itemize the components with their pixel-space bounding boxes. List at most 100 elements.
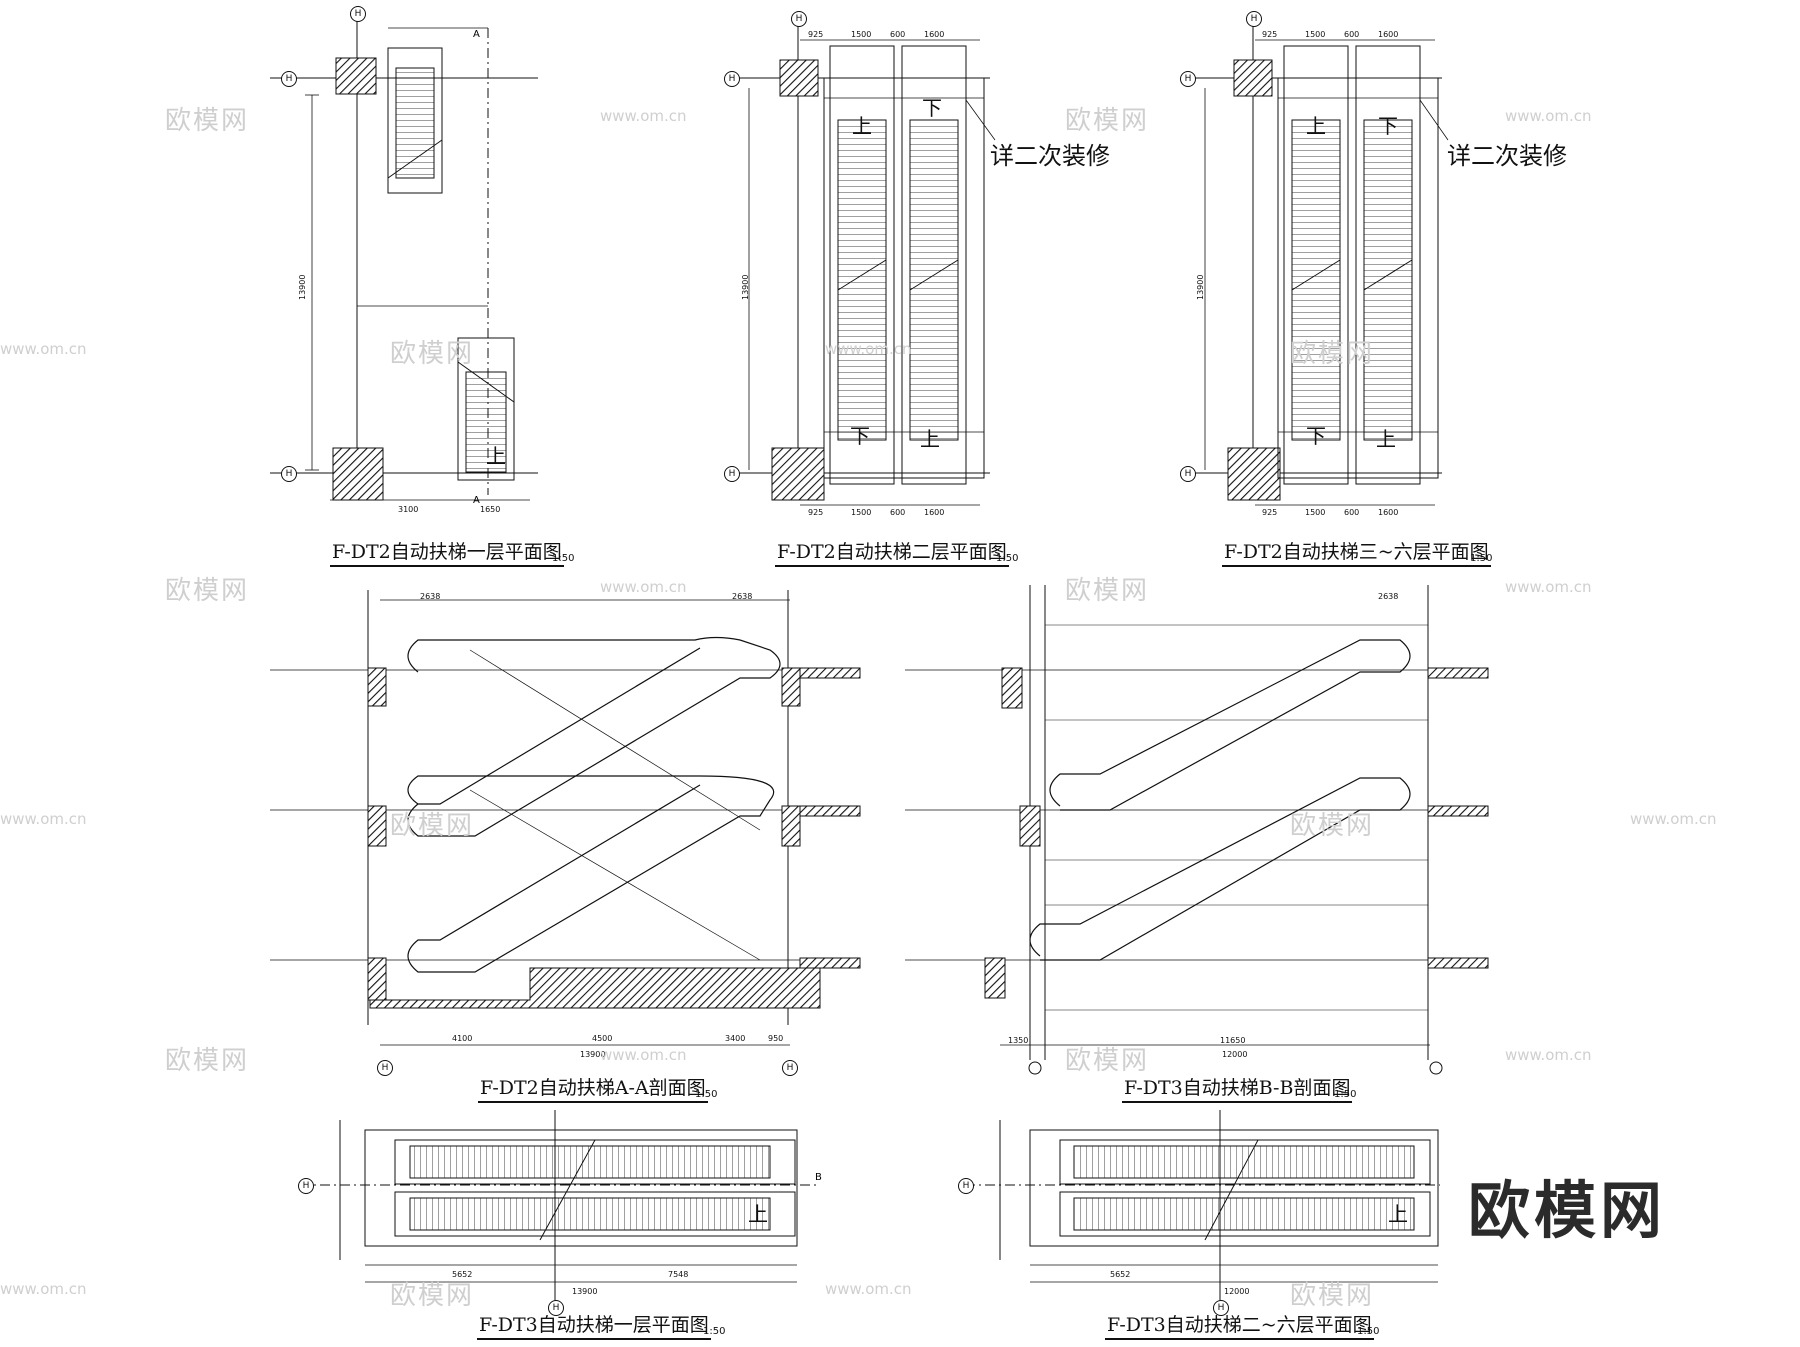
up-label: 上 xyxy=(1388,1202,1408,1226)
watermark-text: 欧模网 xyxy=(390,1281,475,1311)
drawing-scale: 1:50 xyxy=(1334,1089,1357,1100)
dim-13900-vertical: 13900 xyxy=(1196,274,1205,300)
watermark-text: 欧模网 xyxy=(1290,1281,1375,1311)
dim-925: 925 xyxy=(1262,508,1278,517)
axis-bubble: H xyxy=(1180,466,1196,482)
dim-1650: 1650 xyxy=(480,505,501,514)
section-mark-a-top: A xyxy=(473,29,480,40)
up-label: 上 xyxy=(486,444,506,468)
dim-1600: 1600 xyxy=(924,30,945,39)
brand-logo: 欧模网 xyxy=(1468,1174,1667,1247)
dim-600: 600 xyxy=(890,508,906,517)
section-mark-b: B xyxy=(815,1172,822,1183)
drawing-title-dt2-floor3-6: F-DT2自动扶梯三~六层平面图 xyxy=(1222,537,1491,567)
section-mark-a-bottom: A xyxy=(473,495,480,506)
section-dt3-b-b xyxy=(905,585,1489,1075)
plan-dt3-floor1 xyxy=(300,1110,820,1300)
drawing-title-dt3-floor2-6: F-DT3自动扶梯二~六层平面图 xyxy=(1105,1310,1374,1340)
dim-2638: 2638 xyxy=(420,592,441,601)
watermark-text: 欧模网 xyxy=(390,339,475,369)
dim-925: 925 xyxy=(808,508,824,517)
dim-1600: 1600 xyxy=(1378,30,1399,39)
drawing-scale: 1:50 xyxy=(1470,553,1493,564)
dim-13900: 13900 xyxy=(572,1287,598,1296)
drawing-title-dt2-floor1: F-DT2自动扶梯一层平面图 xyxy=(330,537,564,567)
drawing-scale: 1:50 xyxy=(695,1089,718,1100)
finish-note: 详二次装修 xyxy=(1447,142,1567,170)
dim-925: 925 xyxy=(1262,30,1278,39)
finish-note: 详二次装修 xyxy=(990,142,1110,170)
up-label: 上 xyxy=(748,1202,768,1226)
watermark-url: www.om.cn xyxy=(0,810,87,828)
watermark-url: www.om.cn xyxy=(600,107,687,125)
dim-950: 950 xyxy=(768,1034,784,1043)
plan-dt2-floor1 xyxy=(270,20,538,501)
axis-bubble: H xyxy=(1246,11,1262,27)
watermark-url: www.om.cn xyxy=(600,578,687,596)
plan-dt3-floor2-6 xyxy=(965,1110,1440,1300)
drawing-scale: 1:50 xyxy=(703,1326,726,1337)
down-label: 下 xyxy=(1378,114,1398,138)
down-label: 下 xyxy=(1306,424,1326,448)
watermark-url: www.om.cn xyxy=(1505,578,1592,596)
dim-600: 600 xyxy=(1344,30,1360,39)
dim-600: 600 xyxy=(1344,508,1360,517)
dim-4100: 4100 xyxy=(452,1034,473,1043)
watermark-url: www.om.cn xyxy=(825,340,912,358)
dim-4500: 4500 xyxy=(592,1034,613,1043)
drawing-scale: 1:50 xyxy=(552,553,575,564)
down-label: 下 xyxy=(850,424,870,448)
axis-bubble: H xyxy=(724,71,740,87)
watermark-url: www.om.cn xyxy=(1630,810,1717,828)
watermark-text: 欧模网 xyxy=(165,106,250,136)
dim-13900: 13900 xyxy=(580,1050,606,1059)
drawing-title-dt3-floor1: F-DT3自动扶梯一层平面图 xyxy=(477,1310,711,1340)
drawing-title-dt3-section-b: F-DT3自动扶梯B-B剖面图 xyxy=(1122,1073,1353,1103)
watermark-text: 欧模网 xyxy=(1065,106,1150,136)
dim-1500: 1500 xyxy=(1305,30,1326,39)
dim-5652: 5652 xyxy=(452,1270,473,1279)
dim-2638: 2638 xyxy=(732,592,753,601)
axis-bubble: H xyxy=(281,466,297,482)
axis-bubble: H xyxy=(298,1178,314,1194)
dim-1500: 1500 xyxy=(1305,508,1326,517)
watermark-text: 欧模网 xyxy=(165,576,250,606)
dim-12000: 12000 xyxy=(1224,1287,1250,1296)
watermark-text: 欧模网 xyxy=(1290,339,1375,369)
dim-1600: 1600 xyxy=(924,508,945,517)
drawing-title-dt2-floor2: F-DT2自动扶梯二层平面图 xyxy=(775,537,1009,567)
dim-13900-vertical: 13900 xyxy=(741,274,750,300)
watermark-url: www.om.cn xyxy=(0,340,87,358)
axis-bubble: H xyxy=(791,11,807,27)
axis-bubble: H xyxy=(281,71,297,87)
plan-dt2-floor2 xyxy=(732,20,996,506)
watermark-text: 欧模网 xyxy=(1065,1046,1150,1076)
watermark-text: 欧模网 xyxy=(1290,811,1375,841)
up-label: 上 xyxy=(1306,114,1326,138)
up-label: 上 xyxy=(920,427,940,451)
drawing-scale: 1:50 xyxy=(996,553,1019,564)
watermark-url: www.om.cn xyxy=(600,1046,687,1064)
watermark-text: 欧模网 xyxy=(390,811,475,841)
dim-11650: 11650 xyxy=(1220,1036,1246,1045)
axis-bubble: H xyxy=(958,1178,974,1194)
dim-600: 600 xyxy=(890,30,906,39)
watermark-url: www.om.cn xyxy=(825,1280,912,1298)
dim-1600: 1600 xyxy=(1378,508,1399,517)
plan-dt2-floor3-6 xyxy=(1188,20,1449,506)
dim-3400: 3400 xyxy=(725,1034,746,1043)
up-label: 上 xyxy=(852,114,872,138)
down-label: 下 xyxy=(922,96,942,120)
dim-1500: 1500 xyxy=(851,508,872,517)
watermark-url: www.om.cn xyxy=(0,1280,87,1298)
watermark-text: 欧模网 xyxy=(165,1046,250,1076)
drawing-scale: 1:50 xyxy=(1357,1326,1380,1337)
dim-925: 925 xyxy=(808,30,824,39)
axis-bubble: H xyxy=(350,6,366,22)
axis-bubble: H xyxy=(377,1060,393,1076)
dim-5652: 5652 xyxy=(1110,1270,1131,1279)
dim-7548: 7548 xyxy=(668,1270,689,1279)
watermark-url: www.om.cn xyxy=(1505,107,1592,125)
axis-bubble: H xyxy=(548,1300,564,1316)
